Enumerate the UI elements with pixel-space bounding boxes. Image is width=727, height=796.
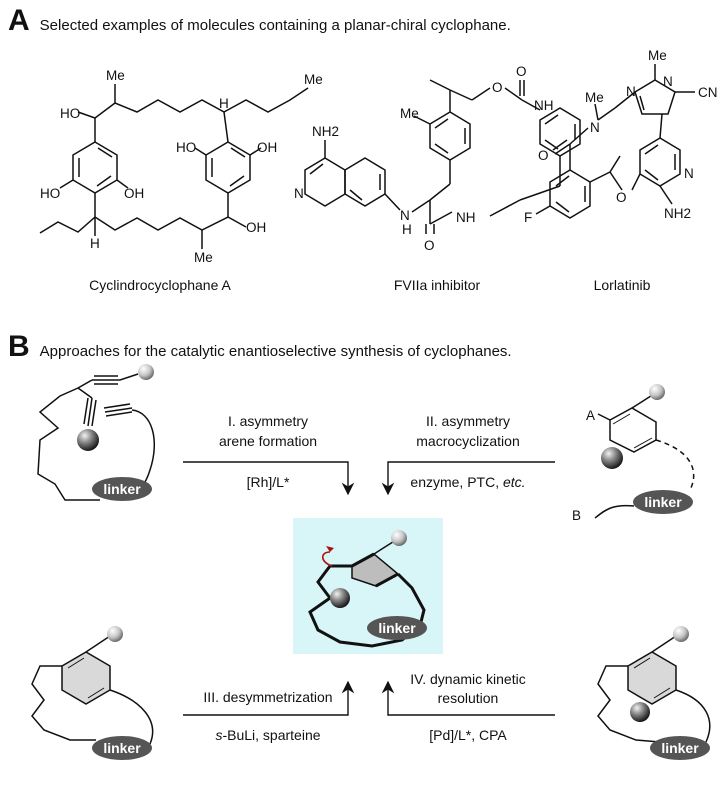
substituent-ball — [138, 364, 154, 380]
linker-label: linker — [661, 740, 699, 756]
panel-b-letter: B — [8, 330, 30, 363]
substituent-ball — [107, 626, 123, 642]
panel-b-title: Approaches for the catalytic enantiosele… — [39, 343, 512, 360]
linker-oval — [650, 736, 710, 760]
atom-label: N — [626, 84, 636, 99]
molecule-cyclindrocyclophane — [39, 84, 309, 249]
approach-4-label: IV. dynamic kinetic — [410, 671, 525, 687]
molecule-name-2: FVIIa inhibitor — [394, 277, 481, 293]
substituent-ball — [77, 429, 99, 451]
linker-oval — [92, 477, 152, 501]
atom-label: HO — [176, 140, 196, 155]
panel-a-header: A Selected examples of molecules contain… — [8, 6, 511, 36]
atom-label: OH — [124, 186, 144, 201]
molecule-fviia-inhibitor — [304, 79, 581, 234]
atom-label: O — [424, 238, 435, 253]
approach-2-conditions-italic: etc. — [503, 474, 526, 490]
linker-label: linker — [644, 494, 682, 510]
approach-2-conditions: enzyme, PTC, etc. — [410, 474, 525, 490]
molecule-name-1: Cyclindrocyclophane A — [89, 277, 231, 293]
atom-label: OH — [246, 220, 266, 235]
atom-label: Me — [648, 48, 667, 63]
molecule-lorlatinib — [535, 64, 695, 219]
substrate-macrocyclization: linker A B — [572, 384, 695, 523]
substituent-ball — [391, 530, 407, 546]
substituent-ball — [630, 702, 650, 722]
arrow-approach-1 — [183, 461, 355, 496]
approach-4-label-2: resolution — [438, 690, 499, 706]
arrow-approach-2 — [381, 461, 555, 496]
linker-oval — [633, 490, 693, 514]
approach-2-label-2: macrocyclization — [416, 433, 519, 449]
atom-label: H — [402, 222, 412, 237]
atom-label: N — [684, 166, 694, 181]
atom-label: NH — [456, 210, 476, 225]
linker-label: linker — [378, 620, 416, 636]
atom-label: O — [516, 64, 527, 79]
approach-3-label: III. desymmetrization — [203, 689, 332, 705]
substituent-label-a: A — [586, 408, 595, 423]
arrow-labels: I. asymmetry arene formation [Rh]/L* II.… — [203, 413, 525, 743]
approach-1-label-2: arene formation — [219, 433, 317, 449]
substrate-triyne: linker — [37, 364, 155, 501]
substituent-ball — [673, 626, 689, 642]
approach-4-conditions: [Pd]/L*, CPA — [429, 727, 507, 743]
approach-2-label: II. asymmetry — [426, 413, 510, 429]
atom-label: F — [524, 210, 532, 225]
atom-label: N — [663, 74, 673, 89]
approach-1-conditions: [Rh]/L* — [247, 474, 290, 490]
atom-label: H — [90, 236, 100, 251]
atom-label: H — [219, 96, 229, 111]
panel-a-letter: A — [8, 4, 30, 37]
linker-label: linker — [103, 481, 141, 497]
substituent-ball — [601, 447, 623, 469]
approach-1-label: I. asymmetry — [228, 413, 308, 429]
atom-label: CN — [698, 85, 718, 100]
atom-label: HO — [60, 106, 80, 121]
molecule-lorlatinib-labels: Me N N CN Me N O F O N NH2 — [524, 48, 718, 225]
substituent-label-b: B — [572, 508, 581, 523]
atom-label: NH2 — [664, 206, 691, 221]
approach-3-conditions-italic: s — [215, 727, 222, 743]
atom-label: Me — [400, 106, 419, 121]
molecule-cyclindrocyclophane-labels: HO Me H HO OH HO OH H Me OH Me — [40, 68, 323, 265]
atom-label: NH — [534, 98, 554, 113]
atom-label: N — [590, 120, 600, 135]
substituent-ball — [649, 384, 665, 400]
atom-label: Me — [304, 72, 323, 87]
atom-label: O — [616, 190, 627, 205]
arrows — [183, 461, 555, 716]
approach-2-conditions-text: enzyme, PTC, — [410, 474, 503, 490]
product-cyclophane: linker — [308, 530, 427, 648]
arrow-approach-4 — [381, 680, 555, 716]
substrate-desymmetrization: linker — [31, 626, 154, 760]
atom-label: Me — [585, 90, 604, 105]
atom-label: OH — [257, 140, 277, 155]
linker-oval — [92, 736, 152, 760]
atom-label: N — [400, 208, 410, 223]
panel-b-header: B Approaches for the catalytic enantiose… — [8, 332, 512, 362]
linker-label: linker — [103, 740, 141, 756]
substituent-ball — [330, 588, 350, 608]
substrate-dkr: linker — [597, 626, 711, 760]
atom-label: O — [492, 80, 503, 95]
atom-label: N — [294, 186, 304, 201]
atom-label: HO — [40, 186, 60, 201]
atom-label: NH2 — [312, 124, 339, 139]
molecule-fviia-labels: Me O O NH NH2 N N H O NH — [294, 64, 554, 253]
arrow-approach-3 — [183, 680, 355, 716]
atom-label: Me — [106, 68, 125, 83]
panel-a-title: Selected examples of molecules containin… — [39, 17, 511, 34]
approach-3-conditions: s-BuLi, sparteine — [215, 727, 320, 743]
linker-oval — [367, 616, 427, 640]
molecule-name-3: Lorlatinib — [594, 277, 651, 293]
approach-3-conditions-text: -BuLi, sparteine — [222, 727, 320, 743]
atom-label: Me — [194, 250, 213, 265]
atom-label: O — [538, 148, 549, 163]
